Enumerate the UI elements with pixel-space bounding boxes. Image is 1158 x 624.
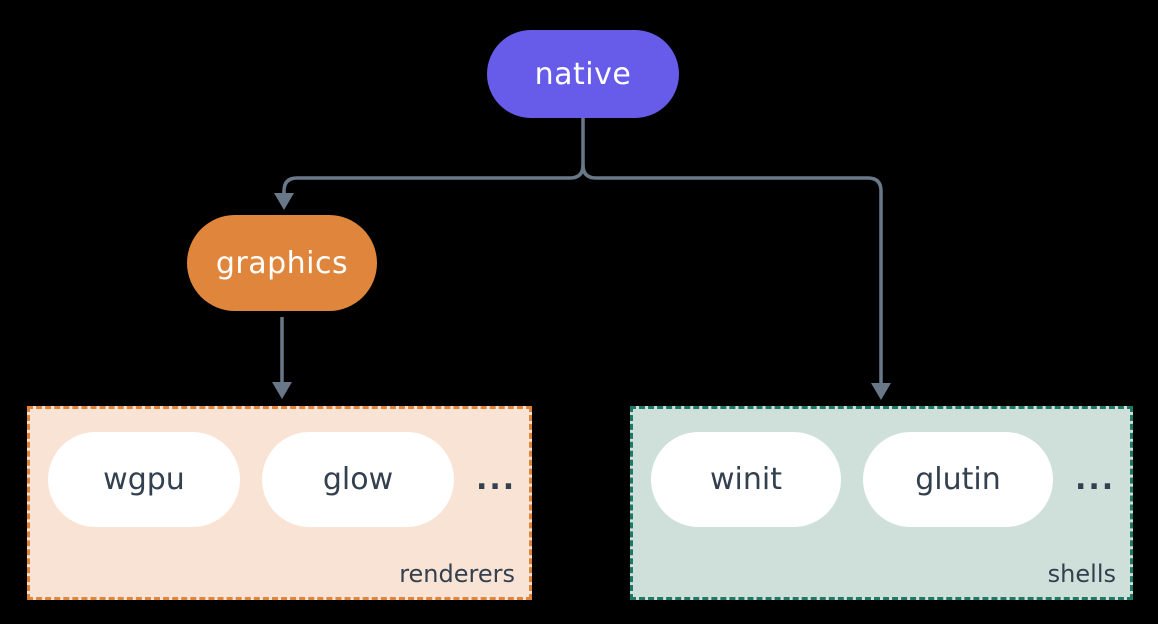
group-shells-label: shells xyxy=(1047,560,1116,588)
arrowhead-shells xyxy=(871,383,891,400)
renderers-pill-row: wgpu glow ... xyxy=(48,432,516,527)
edge-native-shells xyxy=(581,164,883,383)
shells-pill-row: winit glutin ... xyxy=(651,432,1115,527)
group-renderers: wgpu glow ... renderers xyxy=(27,406,532,600)
item-winit: winit xyxy=(651,432,841,527)
group-renderers-label: renderers xyxy=(399,560,515,588)
edge-native-graphics xyxy=(282,118,585,194)
item-glow: glow xyxy=(262,432,454,527)
group-shells: winit glutin ... shells xyxy=(630,406,1133,600)
item-winit-label: winit xyxy=(710,462,782,497)
item-glutin: glutin xyxy=(863,432,1053,527)
item-wgpu-label: wgpu xyxy=(103,462,185,497)
node-graphics-label: graphics xyxy=(215,245,349,281)
arrowhead-graphics xyxy=(274,193,294,210)
renderers-ellipsis: ... xyxy=(476,462,517,497)
node-graphics: graphics xyxy=(187,215,377,311)
node-native: native xyxy=(487,30,679,118)
item-glow-label: glow xyxy=(322,462,394,497)
item-wgpu: wgpu xyxy=(48,432,240,527)
node-native-label: native xyxy=(534,56,632,92)
shells-ellipsis: ... xyxy=(1075,462,1116,497)
item-glutin-label: glutin xyxy=(915,462,1001,497)
arrowhead-renderers xyxy=(272,382,292,399)
